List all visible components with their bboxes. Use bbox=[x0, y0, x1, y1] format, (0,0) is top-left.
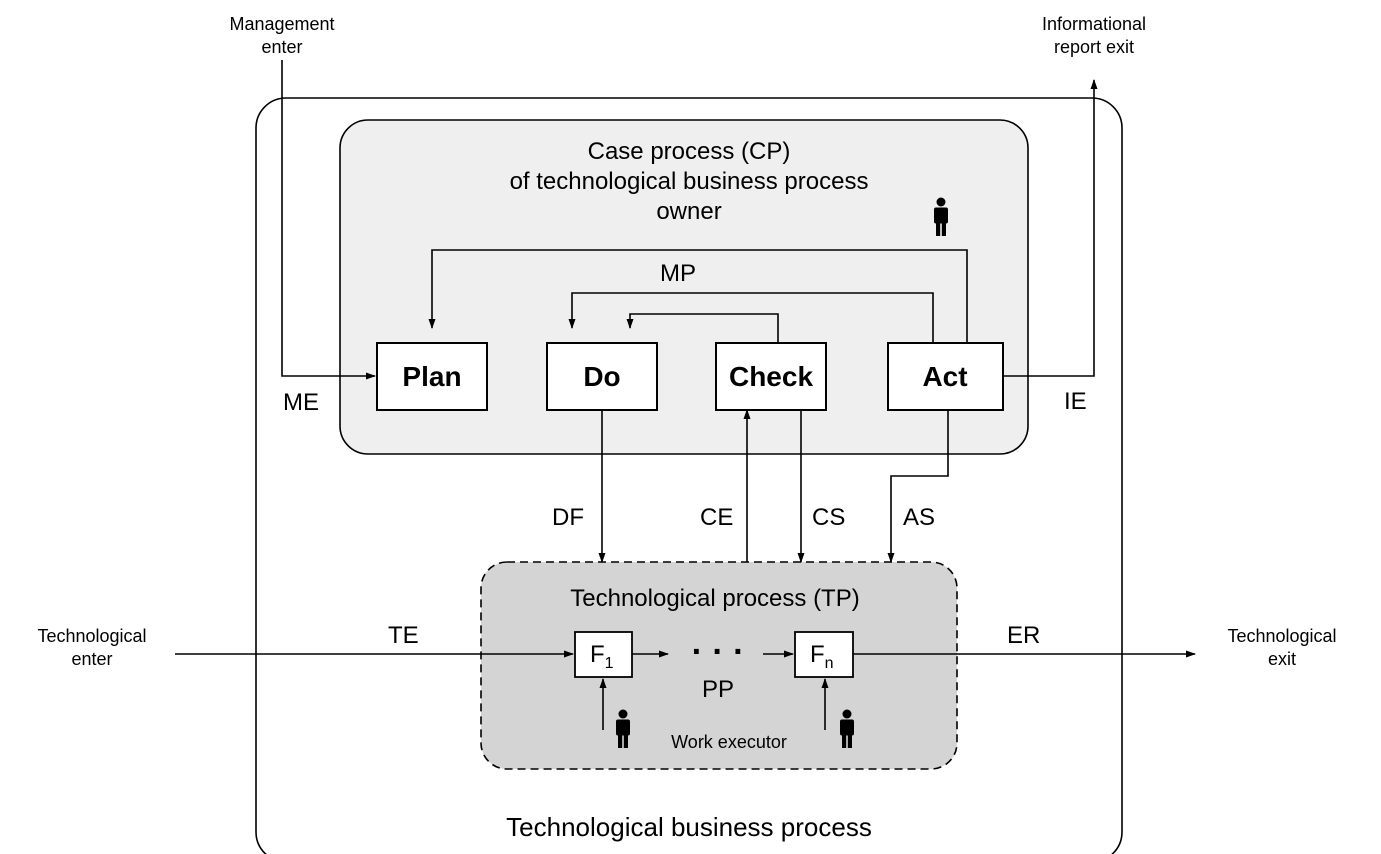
plan-box: Plan bbox=[376, 342, 488, 411]
informational-report-exit-label-line-2: report exit bbox=[1054, 37, 1134, 57]
flow-label-IE: IE bbox=[1064, 388, 1087, 415]
do-label: Do bbox=[583, 361, 620, 392]
technological-process-region bbox=[480, 561, 958, 770]
check-box: Check bbox=[715, 342, 827, 411]
flow-label-TE: TE bbox=[388, 622, 419, 649]
informational-report-exit-label-line-1: Informational bbox=[1042, 14, 1146, 34]
flow-label-PP: PP bbox=[702, 676, 734, 703]
function-f1-label: F1 bbox=[590, 641, 614, 672]
case-process-title-line-2: of technological business process bbox=[510, 168, 869, 195]
flow-label-DF: DF bbox=[552, 504, 584, 531]
mp-feedback-edge bbox=[428, 249, 968, 358]
work-executor-label: Work executor bbox=[671, 732, 787, 752]
ie-edge bbox=[1003, 79, 1098, 377]
management-enter-label-line-2: enter bbox=[261, 37, 302, 57]
do-box: Do bbox=[546, 342, 658, 411]
flow-label-CE: CE bbox=[700, 504, 733, 531]
as-edge bbox=[887, 410, 949, 563]
function-fn-label: Fn bbox=[810, 641, 834, 672]
case-process-title-line-1: Case process (CP) bbox=[588, 138, 791, 165]
function-box-f1: F1 bbox=[574, 631, 633, 678]
case-process-region bbox=[339, 119, 1029, 455]
process-chain-ellipsis: · · · bbox=[692, 633, 745, 671]
act-to-do-edge bbox=[568, 292, 934, 343]
technological-enter-label-line-2: enter bbox=[71, 649, 112, 669]
technological-exit-label-line-1: Technological bbox=[1227, 626, 1336, 646]
flow-label-MP: MP bbox=[660, 260, 696, 287]
technological-business-process-frame bbox=[255, 97, 1123, 854]
flow-label-AS: AS bbox=[903, 504, 935, 531]
case-process-title-line-3: owner bbox=[656, 198, 721, 225]
plan-label: Plan bbox=[402, 361, 461, 392]
me-edge bbox=[281, 60, 376, 380]
technological-business-process-title: Technological business process bbox=[506, 812, 872, 842]
technological-process-title: Technological process (TP) bbox=[570, 585, 859, 612]
flow-label-CS: CS bbox=[812, 504, 845, 531]
function-box-fn: Fn bbox=[794, 631, 854, 678]
technological-exit-label-line-2: exit bbox=[1268, 649, 1296, 669]
check-label: Check bbox=[729, 361, 813, 392]
technological-enter-label-line-1: Technological bbox=[37, 626, 146, 646]
flow-label-ME: ME bbox=[283, 389, 319, 416]
check-to-do-edge bbox=[626, 313, 779, 343]
flow-label-ER: ER bbox=[1007, 622, 1040, 649]
management-enter-label-line-1: Management bbox=[229, 14, 334, 34]
act-label: Act bbox=[922, 361, 967, 392]
act-box: Act bbox=[887, 342, 1004, 411]
